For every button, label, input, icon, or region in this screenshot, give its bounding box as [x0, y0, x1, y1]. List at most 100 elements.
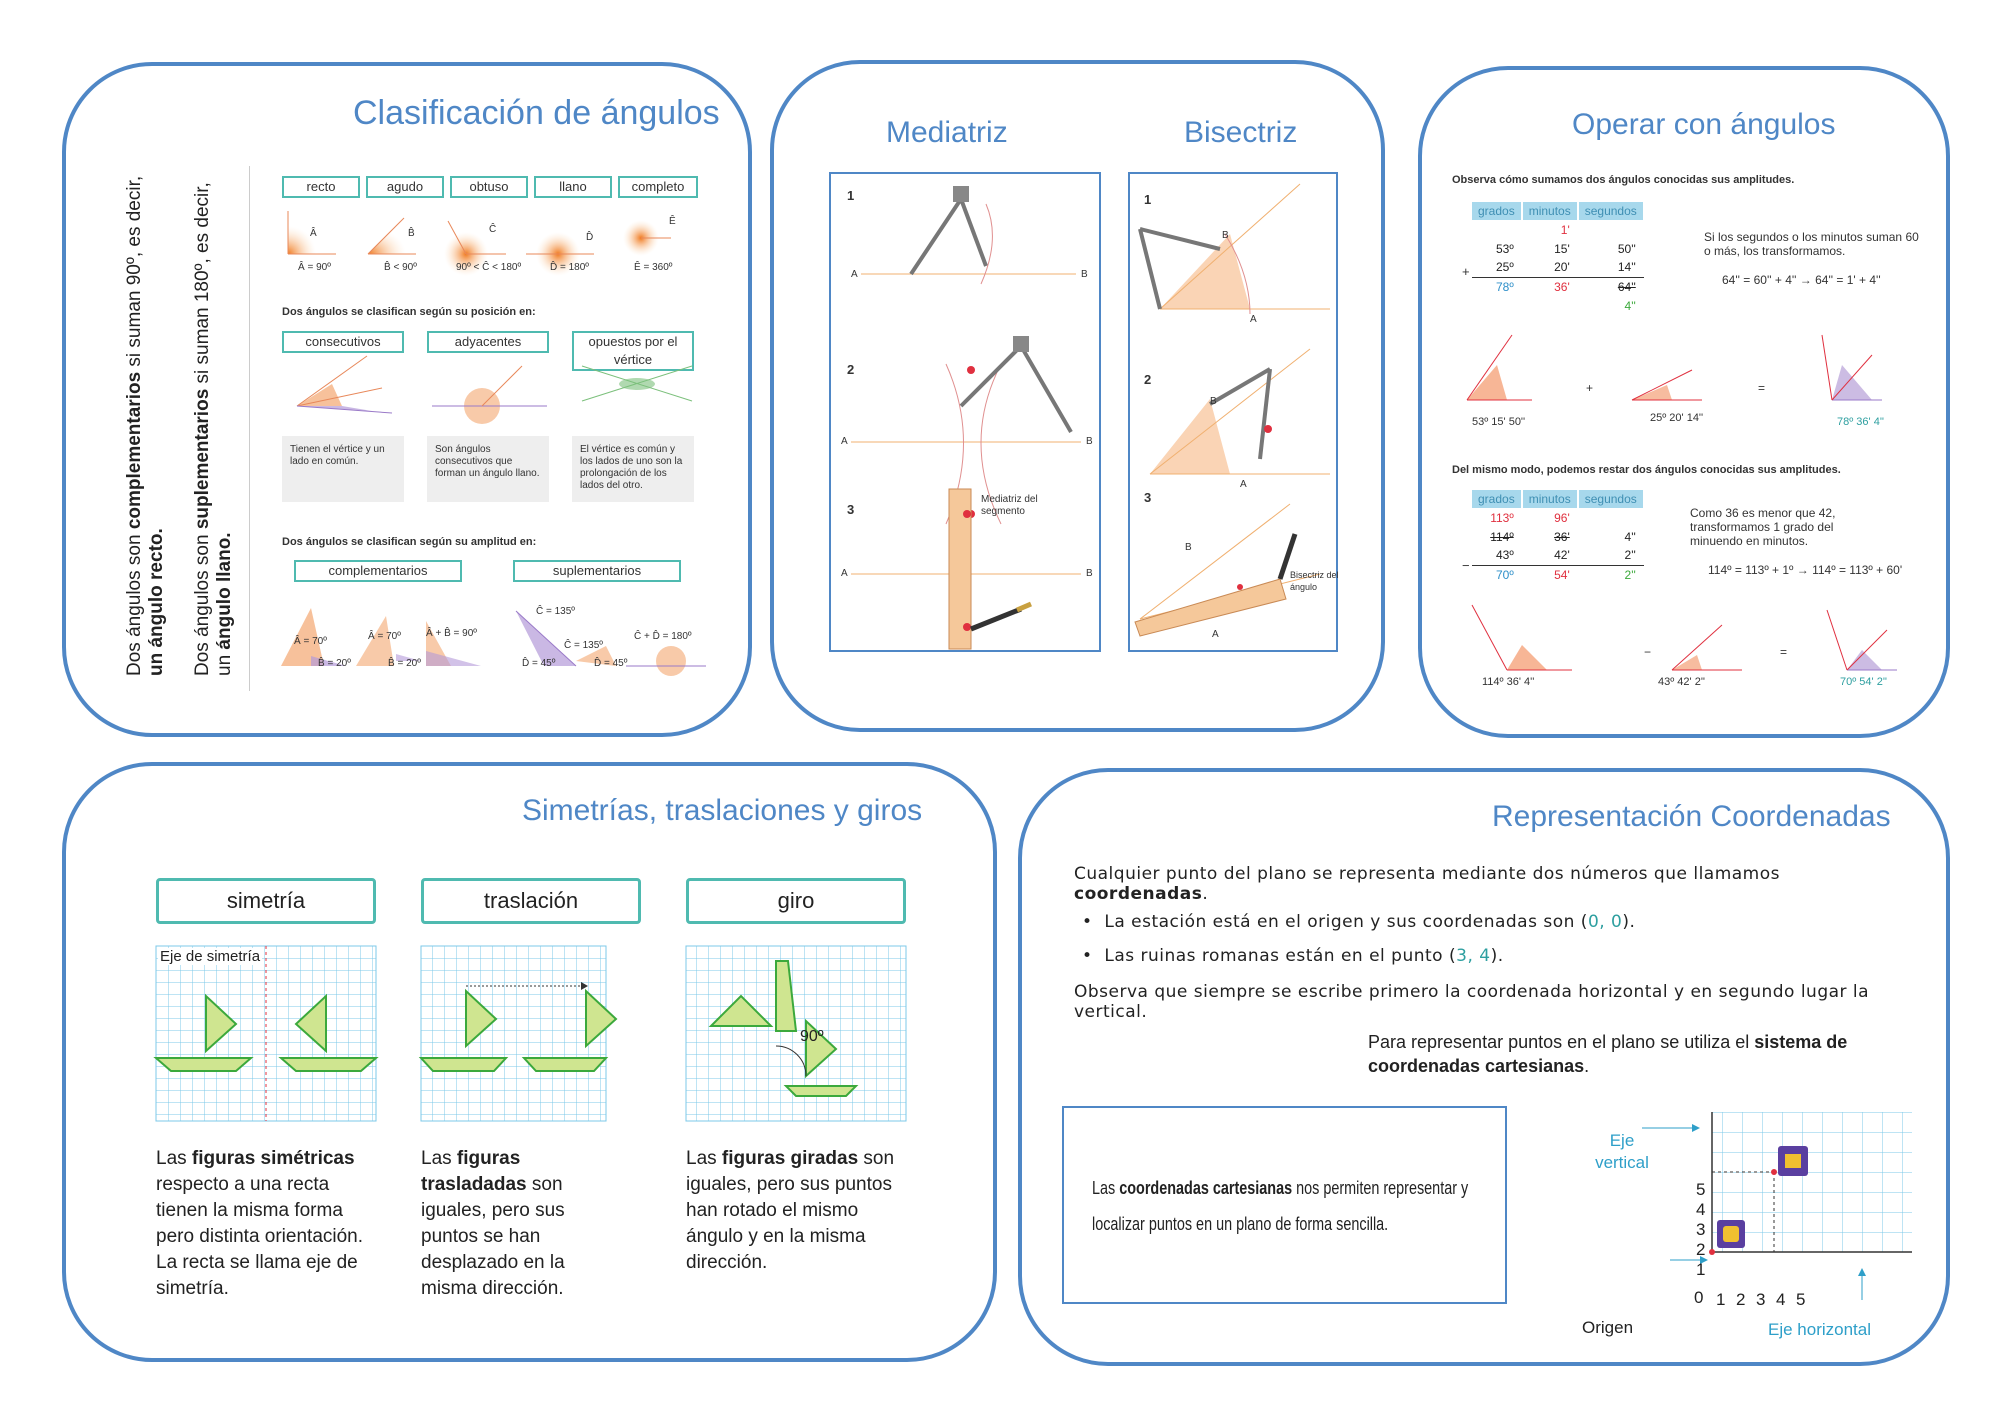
desc-opuestos: El vértice es común y los lados de uno s…	[572, 436, 694, 502]
y-tick-2: 2	[1696, 1240, 1706, 1259]
sum-note: Si los segundos o los minutos suman 60 o…	[1704, 230, 1919, 258]
supl-sum: Ĉ + D̂ = 180º	[634, 631, 692, 642]
bullet-ruinas: • Las ruinas romanas están en el punto (…	[1082, 946, 1504, 966]
bis-label: Bisectriz del ángulo	[1290, 570, 1339, 592]
divider	[249, 166, 250, 691]
bis-a1: A	[1250, 314, 1257, 325]
definition-text: Las coordenadas cartesianas nos permiten…	[1092, 1178, 1469, 1234]
bis-b3: B	[1185, 542, 1192, 553]
sub-heading: Del mismo modo, podemos restar dos ángul…	[1452, 464, 1841, 476]
angle-types-drawing	[287, 211, 671, 276]
x-tick-1: 1	[1716, 1290, 1726, 1309]
bis-step-1: 1	[1144, 192, 1152, 207]
panel-title-coordenadas: Representación Coordenadas	[1492, 800, 1891, 833]
card-simetria: simetría	[156, 878, 376, 924]
axis-label: Eje de simetría	[158, 948, 263, 965]
comp-b20: B̂ = 20º	[318, 658, 351, 669]
med-b1: B	[1081, 269, 1088, 280]
bis-step-2: 2	[1144, 372, 1152, 387]
eje-vertical-label: Eje vertical	[1595, 1131, 1649, 1172]
y-tick-1: 1	[1696, 1260, 1706, 1279]
coordinate-grid	[1642, 1112, 1912, 1300]
panel-construcciones: Mediatriz Bisectriz 1 2 3 A B A B A B Me…	[770, 60, 1385, 732]
med-a2: A	[841, 436, 848, 447]
type-recto: recto	[282, 176, 360, 198]
bullet-estacion: • La estación está en el origen y sus co…	[1082, 912, 1636, 932]
card-giro: giro	[686, 878, 906, 924]
sum-op-eq: =	[1758, 381, 1766, 395]
panel-title: Clasificación de ángulos	[353, 94, 720, 132]
y-tick-4: 4	[1696, 1200, 1706, 1219]
med-a3: A	[841, 568, 848, 579]
supl-c135b: Ĉ = 135º	[564, 640, 603, 651]
sub-figures	[1471, 604, 1897, 671]
caption-obtuso: 90º < Ĉ < 180º	[456, 262, 522, 273]
minus-sign: −	[1462, 558, 1470, 573]
med-step-1: 1	[847, 188, 855, 203]
type-completo: completo	[618, 176, 698, 198]
sum-fig-2: 25º 20' 14''	[1650, 412, 1704, 424]
bisectriz-card: 1 2 3 B A B A B A Bisectriz del ángulo	[1128, 172, 1339, 652]
origen-label: Origen	[1582, 1318, 1634, 1337]
title-bisectriz: Bisectriz	[1184, 116, 1298, 149]
pos-opuestos: opuestos por el vértice	[572, 331, 694, 371]
sub-note: Como 36 es menor que 42, transformamos 1…	[1690, 506, 1836, 548]
mediatriz-drawing	[851, 186, 1081, 650]
amp-complementarios: complementarios	[294, 560, 462, 582]
sum-fig-1: 53º 15' 50''	[1472, 416, 1526, 428]
comp-sum: Â + B̂ = 90º	[426, 628, 477, 639]
sub-fig-2: 43º 42' 2''	[1658, 676, 1706, 688]
letter-b: B̂	[408, 228, 415, 239]
card-simetria-text: Las figuras simétricas respecto a una re…	[156, 1148, 364, 1299]
letter-e: Ê	[669, 216, 676, 227]
caption-agudo: B̂ < 90º	[384, 262, 417, 273]
x-tick-2: 2	[1736, 1290, 1746, 1309]
med-b3: B	[1086, 568, 1093, 579]
sub-formula: 114º = 113º + 1º → 114º = 113º + 60'	[1708, 563, 1903, 577]
sum-heading: Observa cómo sumamos dos ángulos conocid…	[1452, 174, 1795, 186]
card-giro-text: Las figuras giradas son iguales, pero su…	[686, 1148, 895, 1273]
caption-recto: Â = 90º	[298, 262, 331, 273]
pos-adyacentes: adyacentes	[427, 331, 549, 353]
position-heading: Dos ángulos se clasifican según su posic…	[282, 306, 536, 318]
y-tick-5: 5	[1696, 1180, 1706, 1199]
sistema-text: Para representar puntos en el plano se u…	[1368, 1032, 1848, 1076]
panel-operar: Operar con ángulos Observa cómo sumamos …	[1418, 66, 1950, 738]
caption-completo: Ê = 360º	[634, 262, 673, 273]
desc-consecutivos: Tienen el vértice y un lado en común.	[282, 436, 404, 502]
med-a1: A	[851, 269, 858, 280]
med-step-3: 3	[847, 502, 855, 517]
position-drawings	[296, 355, 693, 424]
x-tick-5: 5	[1796, 1290, 1806, 1309]
sub-op-minus: −	[1644, 645, 1652, 659]
y-tick-3: 3	[1696, 1220, 1706, 1239]
side-note-suplementarios: Dos ángulos son suplementarios si suman …	[192, 182, 235, 676]
definition-box: Las coordenadas cartesianas nos permiten…	[1062, 1106, 1507, 1304]
sum-formula: 64'' = 60'' + 4'' → 64'' = 1' + 4''	[1722, 273, 1881, 287]
mediatriz-card: 1 2 3 A B A B A B Mediatriz del segmento	[829, 172, 1101, 652]
title-mediatriz: Mediatriz	[886, 116, 1008, 149]
letter-a: Â	[310, 228, 317, 239]
type-obtuso: obtuso	[450, 176, 528, 198]
amplitude-drawings	[281, 608, 706, 676]
intro-text: Cualquier punto del plano se representa …	[1074, 864, 1780, 904]
med-step-2: 2	[847, 362, 855, 377]
angle-90: 90º	[800, 1028, 824, 1045]
transform-drawings	[153, 945, 907, 1122]
bis-b1: B	[1222, 230, 1229, 241]
type-agudo: agudo	[366, 176, 444, 198]
sum-figures	[1466, 334, 1882, 401]
card-traslacion: traslación	[421, 878, 641, 924]
supl-c135: Ĉ = 135º	[536, 606, 575, 617]
panel-simetrias: Simetrías, traslaciones y giros simetría…	[62, 762, 997, 1362]
pos-consecutivos: consecutivos	[282, 331, 404, 353]
letter-d: D̂	[586, 232, 594, 243]
letter-c: Ĉ	[489, 224, 497, 235]
panel-clasificacion: Clasificación de ángulos Dos ángulos son…	[62, 62, 752, 737]
bisectriz-drawing	[1134, 183, 1330, 637]
panel-coordenadas: Representación Coordenadas Cualquier pun…	[1018, 768, 1950, 1366]
sub-fig-1: 114º 36' 4''	[1482, 676, 1535, 688]
comp-b20b: B̂ = 20º	[388, 658, 421, 669]
